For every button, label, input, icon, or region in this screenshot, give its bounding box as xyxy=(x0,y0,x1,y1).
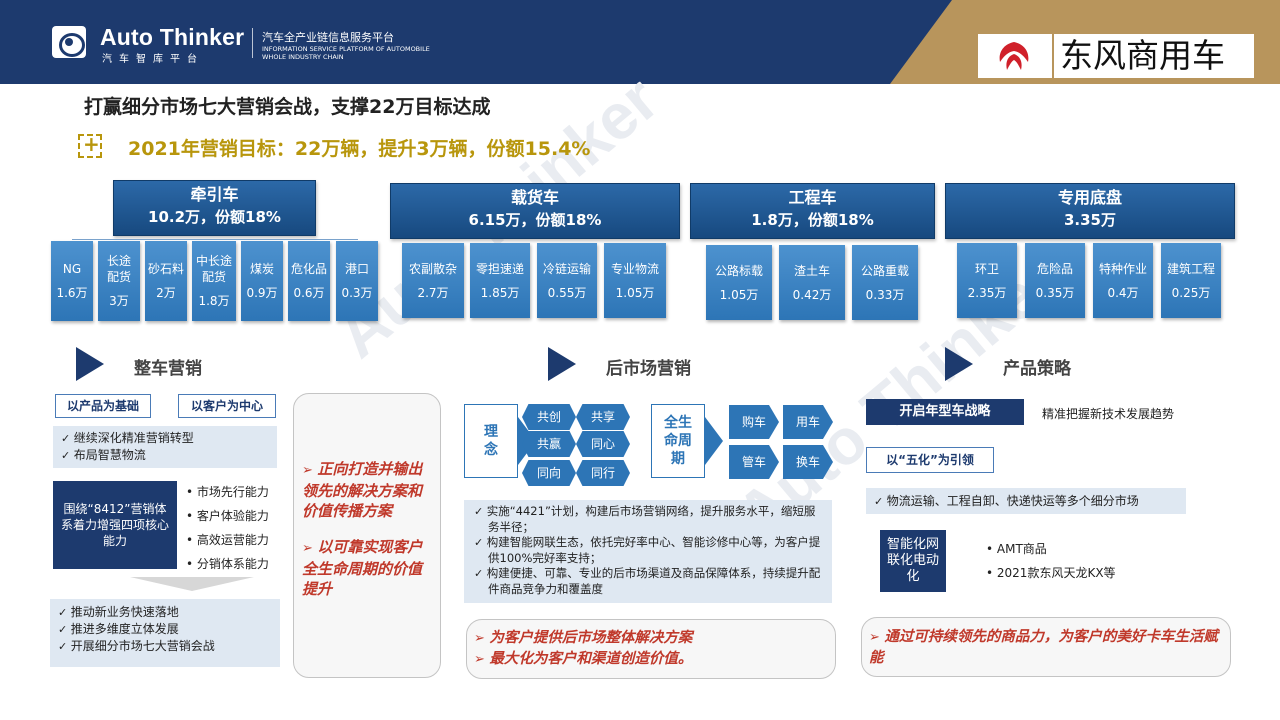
model-year-note: 精准把握新技术发展趋势 xyxy=(1042,407,1175,421)
category-name: 牵引车 xyxy=(190,185,239,204)
product-highlight: 通过可持续领先的商品力，为客户的美好卡车生活赋能 xyxy=(869,627,1219,668)
product-segments-box: 物流运输、工程自卸、快递快运等多个细分市场 xyxy=(866,488,1186,514)
section-title-vehicle: 整车营销 xyxy=(134,359,202,379)
category-name: 载货车 xyxy=(510,188,559,207)
value-hex: 同向 xyxy=(522,460,576,486)
value-hex: 同心 xyxy=(576,431,630,457)
value-hex: 共享 xyxy=(576,404,630,430)
category-value: 3.35万 xyxy=(1063,211,1116,229)
smart-connected-electric-block: 智能化网联化电动化 xyxy=(880,530,946,592)
company-name: 东风商用车 xyxy=(1054,34,1254,78)
target-icon xyxy=(78,132,102,158)
stage-chip: 购车 xyxy=(729,405,779,439)
idea-box: 理念 xyxy=(464,404,518,478)
header-divider xyxy=(252,28,253,58)
core-ability-block: 围绕“8412”营销体系着力增强四项核心能力 xyxy=(53,481,177,569)
category-value: 1.8万，份额18% xyxy=(751,211,874,229)
vehicle-box-2: 推动新业务快速落地 推进多维度立体发展 开展细分市场七大营销会战 xyxy=(50,599,280,667)
product-items: AMT商品 2021款东风天龙KX等 xyxy=(986,537,1116,585)
section-arrow-icon xyxy=(548,347,576,381)
model-year-strategy-button: 开启年型车战略 xyxy=(866,399,1024,425)
tag-product-based: 以产品为基础 xyxy=(55,394,151,418)
stage-chip: 管车 xyxy=(729,445,779,479)
value-hex: 共赢 xyxy=(522,431,576,457)
value-hex: 同行 xyxy=(576,460,630,486)
tag-customer-centric: 以客户为中心 xyxy=(178,394,276,418)
category-name: 工程车 xyxy=(788,188,837,207)
section-title-aftermarket: 后市场营销 xyxy=(606,359,691,379)
auto-thinker-logo-icon xyxy=(52,26,86,58)
aftermarket-points: 实施“4421”计划，构建后市场营销网络，提升服务水平，缩短服务半径； 构建智能… xyxy=(464,500,832,603)
stage-chip: 换车 xyxy=(783,445,833,479)
sales-goal: 2021年营销目标：22万辆，提升3万辆，份额15.4% xyxy=(128,138,591,160)
brand-cn: 汽车智库平台 xyxy=(102,54,204,65)
stage-chip: 用车 xyxy=(783,405,833,439)
category-special-chassis: 专用底盘 3.35万 xyxy=(945,183,1235,239)
vehicle-highlight-panel xyxy=(293,393,441,678)
category-engineering-truck: 工程车 1.8万，份额18% xyxy=(690,183,935,239)
brand-name: Auto Thinker xyxy=(100,24,245,50)
tagline-en: INFORMATION SERVICE PLATFORM OF AUTOMOBI… xyxy=(262,45,430,61)
ability-list: 市场先行能力 客户体验能力 高效运营能力 分销体系能力 xyxy=(186,480,269,576)
page-title: 打赢细分市场七大营销会战，支撑22万目标达成 xyxy=(84,96,491,118)
connector-line xyxy=(72,239,358,240)
lifecycle-box: 全生命周期 xyxy=(651,404,705,478)
value-hex: 共创 xyxy=(522,404,576,430)
dongfeng-logo-icon xyxy=(999,42,1029,70)
category-value: 6.15万，份额18% xyxy=(468,211,602,229)
down-arrow-icon xyxy=(130,577,254,591)
five-modernization-tag: 以“五化”为引领 xyxy=(866,447,994,473)
section-arrow-icon xyxy=(945,347,973,381)
category-name: 专用底盘 xyxy=(1057,188,1122,207)
category-tractor: 牵引车 10.2万，份额18% xyxy=(113,180,316,236)
tagline-cn: 汽车全产业链信息服务平台 xyxy=(262,31,394,44)
section-title-product: 产品策略 xyxy=(1003,359,1071,379)
section-arrow-icon xyxy=(76,347,104,381)
category-value: 10.2万，份额18% xyxy=(148,208,281,226)
category-cargo-truck: 载货车 6.15万，份额18% xyxy=(390,183,680,239)
lifecycle-arrow-icon xyxy=(705,417,723,465)
aftermarket-highlights: 为客户提供后市场整体解决方案 最大化为客户和渠道创造价值。 xyxy=(474,628,692,670)
vehicle-box-1: 继续深化精准营销转型 布局智慧物流 xyxy=(53,426,277,468)
vehicle-highlights: 正向打造并输出领先的解决方案和价值传播方案 以可靠实现客户全生命周期的价值提升 xyxy=(302,459,434,599)
